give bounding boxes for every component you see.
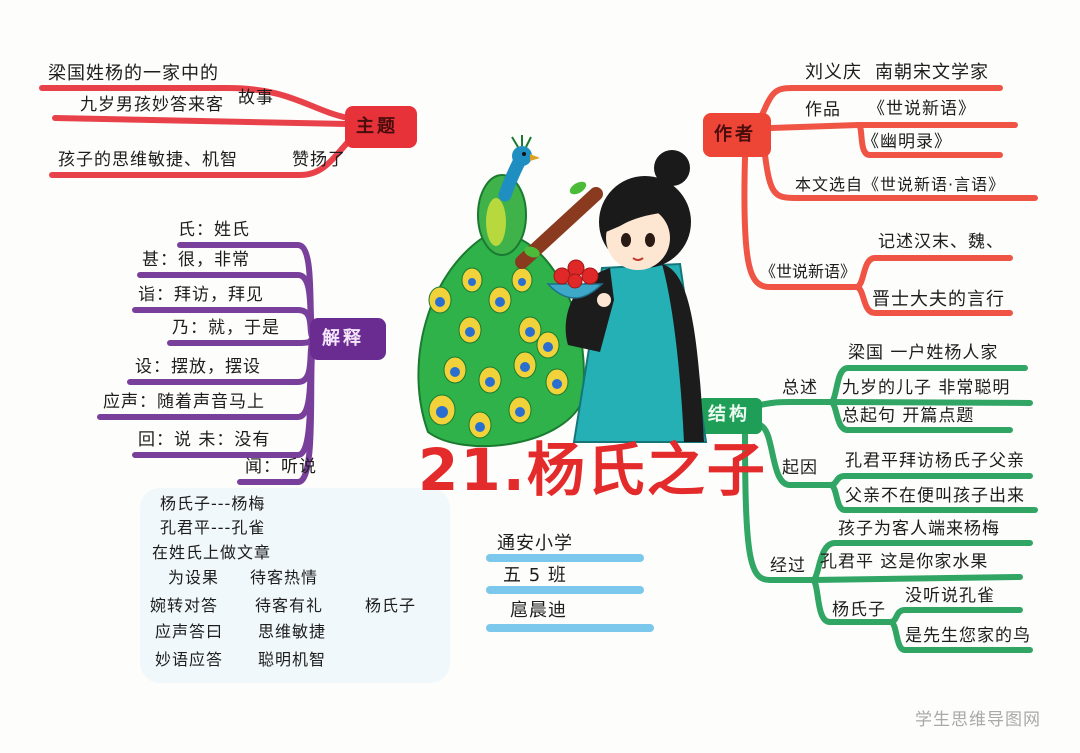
overview-item: 总起句 开篇点题 [842,406,975,426]
process-sub-item: 没听说孔雀 [905,586,995,606]
note-action: 为设果 [168,568,220,587]
note-pair: 孔君平---孔雀 [160,518,266,537]
watermark: 学生思维导图网 [915,710,1041,730]
explanation-item: 乃：就，于是 [172,318,280,338]
work-shishuoxinyu: 《世说新语》 [868,99,976,119]
theme-branch [39,85,353,178]
class-name: 五 5 班 [503,565,567,586]
overview-label: 总述 [782,378,818,398]
book-desc-1: 记述汉末、魏、 [878,232,1004,252]
explanation-item: 闻：听说 [245,457,317,477]
theme-line1: 梁国姓杨的一家中的 [48,63,219,84]
process-sub-label: 杨氏子 [832,600,886,620]
explanation-item: 诣：拜访，拜见 [138,285,264,305]
author-student-name: 扈晨迪 [510,600,567,621]
author-name: 刘义庆 [805,62,862,83]
cause-label: 起因 [782,458,818,478]
theme-label: 主题 [356,116,398,137]
note-pun: 在姓氏上做文章 [152,543,272,562]
page-title: 21.杨氏之子 [418,436,767,504]
explanation-item: 设：摆放，摆设 [135,357,261,377]
works-label: 作品 [805,100,841,120]
theme-box [345,106,417,148]
notes-highlight [140,488,450,683]
cause-item: 孔君平拜访杨氏子父亲 [845,451,1025,471]
author-desc: 南朝宋文学家 [875,62,989,83]
school-name: 通安小学 [497,533,573,554]
explanation-label: 解释 [322,328,364,349]
theme-line3-suffix: 赞扬了 [292,150,346,170]
process-item: 孔君平 这是你家水果 [820,552,989,572]
explanation-item: 应声：随着声音马上 [103,392,265,412]
explanation-box [310,318,386,360]
note-subject: 杨氏子 [365,596,417,615]
note-trait: 聪明机智 [258,650,327,669]
explanation-item: 回：说 未：没有 [138,430,271,450]
process-label: 经过 [770,556,806,576]
signature-lines [486,554,654,632]
peacock-illustration [417,135,603,448]
book-desc-2: 晋士大夫的言行 [872,289,1005,310]
note-pair: 杨氏子---杨梅 [160,494,266,513]
note-trait: 待客有礼 [255,596,324,615]
process-item: 孩子为客人端来杨梅 [838,519,1000,539]
book-title: 《世说新语》 [760,262,857,281]
girl-illustration [546,150,708,443]
overview-item: 九岁的儿子 非常聪明 [842,378,1011,398]
work-youminglu: 《幽明录》 [862,132,952,152]
explanation-item: 甚：很，非常 [142,250,250,270]
overview-item: 梁国 一户姓杨人家 [848,343,999,363]
peacock-eye-spots [428,267,569,439]
note-trait: 待客热情 [250,568,319,587]
structure-branch [742,365,1038,653]
author-box [703,113,771,157]
structure-label: 结构 [708,404,750,425]
text-source: 本文选自《世说新语·言语》 [795,175,1006,194]
cause-item: 父亲不在便叫孩子出来 [845,486,1025,506]
note-action: 婉转对答 [150,596,219,615]
note-action: 应声答曰 [155,622,224,641]
note-trait: 思维敏捷 [258,622,327,641]
note-action: 妙语应答 [155,650,224,669]
theme-line2-suffix: 故事 [238,88,274,108]
explanation-item: 氏：姓氏 [178,220,250,240]
theme-line2: 九岁男孩妙答来客 [80,95,224,115]
author-label: 作者 [714,124,756,145]
process-sub-item: 是先生您家的鸟 [905,626,1031,646]
author-branch [741,85,1038,316]
structure-box [698,398,762,434]
theme-line3: 孩子的思维敏捷、机智 [58,150,238,170]
